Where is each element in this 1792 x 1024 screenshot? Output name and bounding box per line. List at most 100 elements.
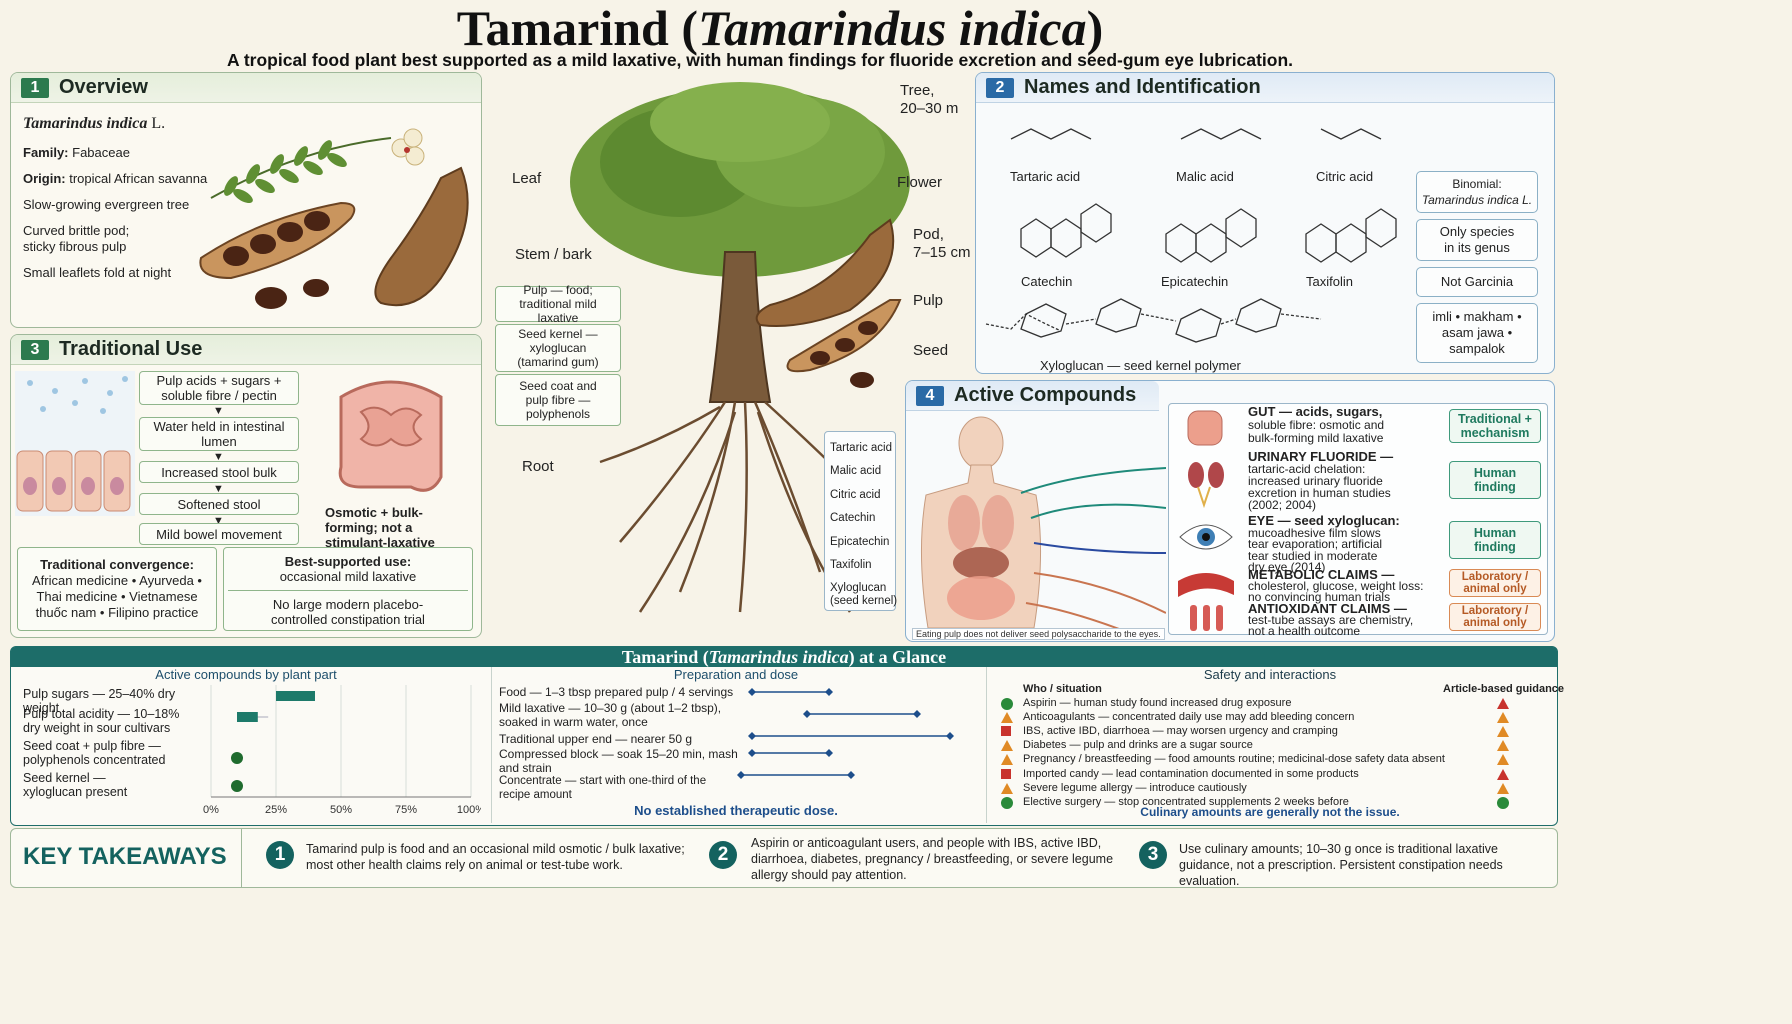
badge-a: Traditional +	[1458, 412, 1532, 426]
dose-max-marker	[825, 749, 833, 757]
badge-b: finding	[1474, 540, 1516, 554]
badge-a: Laboratory /	[1461, 605, 1529, 617]
convergence-a: African medicine • Ayurveda •	[31, 573, 202, 588]
tree-canopy-icon	[570, 82, 910, 277]
glance-title-b: ) at a Glance	[848, 647, 947, 667]
x-tick-label: 100%	[457, 804, 481, 816]
tree-box-coat-a: Seed coat and	[519, 379, 597, 393]
origin-value: tropical African savanna	[65, 171, 208, 186]
trial-note: No large modern placebo-controlled const…	[228, 590, 468, 627]
leaf-sprig-icon	[210, 137, 392, 203]
takeaway-1: Tamarind pulp is food and an occasional …	[306, 841, 685, 873]
glance-title: Tamarind (Tamarindus indica) at a Glance	[11, 647, 1557, 667]
xyloglucan-label: Xyloglucan — seed kernel polymer	[1040, 358, 1241, 373]
label-root: Root	[522, 458, 554, 475]
compound-item: (seed kernel)	[830, 595, 898, 608]
warning-triangle-icon	[1001, 712, 1013, 724]
trial-b: controlled constipation trial	[271, 612, 425, 627]
compound-item: Citric acid	[830, 488, 881, 501]
test-tubes-icon	[1190, 605, 1223, 631]
label-leaf: Leaf	[512, 170, 542, 187]
flow-arrow-icon: ▼	[213, 515, 224, 527]
prep-row-0: Food — 1–3 tbsp prepared pulp / 4 servin…	[499, 685, 734, 699]
binomial-box: Binomial:Tamarindus indica L.	[1416, 171, 1538, 213]
effect-icons	[1178, 410, 1234, 631]
species-name: Tamarindus indica L.	[23, 115, 165, 133]
tree-box-coat-b: pulp fibre —	[525, 393, 591, 407]
x-tick-label: 50%	[330, 804, 352, 816]
compound-item: Epicatechin	[830, 535, 890, 548]
warning-triangle-icon	[1497, 782, 1509, 794]
tree-box-pulp-a: Pulp — food;	[523, 283, 593, 297]
divider	[241, 829, 242, 887]
intestinal-cells-icon	[15, 371, 135, 516]
takeaway-line: diarrhoea, diabetes, pregnancy / breastf…	[751, 852, 1114, 866]
takeaway-2: Aspirin or anticoagulant users, and peop…	[751, 835, 1113, 883]
safety-note: Culinary amounts are generally not the i…	[1140, 805, 1400, 819]
safety-col-2: Article-based guidance	[1443, 683, 1565, 695]
section-title: Traditional Use	[59, 338, 203, 360]
effect-row-eye: EYE — seed xyloglucan:mucoadhesive film …	[1248, 514, 1438, 574]
prep-note: No established therapeutic dose.	[634, 803, 838, 818]
prep-row-1: Mild laxative — 10–30 g (about 1–2 tbsp)…	[499, 701, 722, 729]
label-pod-b: 7–15 cm	[913, 244, 971, 261]
marker-dot	[231, 780, 243, 792]
compound-item: Catechin	[830, 512, 876, 525]
warning-triangle-icon	[1497, 754, 1509, 766]
body-illustration	[920, 416, 1166, 628]
best-use-value: occasional mild laxative	[279, 569, 417, 584]
x-tick-label: 0%	[203, 804, 219, 816]
section-title: Overview	[59, 76, 148, 98]
chart-cat-1: Pulp total acidity — 10–18% dry weight i…	[23, 707, 180, 735]
names-header: 2 Names and Identification	[976, 73, 1554, 103]
effect-line: (2002; 2004)	[1248, 498, 1317, 512]
badge-b: animal only	[1463, 583, 1527, 595]
safety-row-text: Anticoagulants — concentrated daily use …	[1023, 711, 1355, 724]
takeaway-number: 2	[709, 841, 737, 869]
label-seed: Seed	[913, 342, 949, 359]
safety-row-text: Severe legume allergy — introduce cautio…	[1023, 781, 1247, 794]
convergence-box: Traditional convergence: African medicin…	[17, 547, 217, 631]
badge-lab-metabolic: Laboratory /animal only	[1449, 569, 1541, 597]
effect-row-antioxidant: ANTIOXIDANT CLAIMS —test-tube assays are…	[1248, 602, 1448, 637]
section-number: 2	[986, 77, 1014, 98]
common-names-b: asam jawa •	[1441, 325, 1513, 340]
tree-box-kernel-c: (tamarind gum)	[517, 355, 599, 369]
binomial-label: Binomial:	[1452, 177, 1502, 191]
divider	[491, 667, 492, 823]
seeds-icon	[223, 211, 330, 309]
effect-row-gut: GUT — acids, sugars,soluble fibre: osmot…	[1248, 405, 1438, 445]
takeaway-line: Tamarind pulp is food and an occasional …	[306, 842, 685, 856]
glance-title-italic: Tamarindus indica	[708, 647, 849, 667]
takeaway-number: 1	[266, 841, 294, 869]
pod-line-b: sticky fibrous pulp	[23, 239, 127, 254]
intestine-icon	[338, 380, 443, 492]
effect-line: soluble fibre: osmotic and	[1248, 418, 1385, 432]
section-number: 3	[21, 339, 49, 360]
safety-box	[986, 667, 1554, 823]
pods-illustration	[199, 128, 469, 309]
best-use-box: Best-supported use: occasional mild laxa…	[223, 547, 473, 631]
title-main: Tamarind (	[456, 0, 699, 56]
species-author: L.	[147, 115, 166, 132]
dose-max-marker	[847, 771, 855, 779]
page-subtitle: A tropical food plant best supported as …	[226, 50, 1294, 70]
effect-line: tartaric-acid chelation:	[1248, 462, 1366, 476]
label-flower: Flower	[897, 174, 943, 191]
takeaway-line: Aspirin or anticoagulant users, and peop…	[751, 836, 1102, 850]
ok-circle-icon	[1497, 796, 1509, 809]
stop-square-icon	[1001, 768, 1011, 779]
marker-dot	[231, 752, 243, 764]
kidney-icon	[1188, 462, 1224, 509]
compound-catechin: Catechin	[1021, 274, 1073, 289]
chart-cat-2: Seed coat + pulp fibre — polyphenols con…	[23, 739, 166, 767]
trial-a: No large modern placebo-	[272, 597, 424, 612]
badge-b: finding	[1474, 480, 1516, 494]
flow-arrow-icon: ▼	[213, 451, 224, 463]
trunk-icon	[708, 251, 772, 403]
whole-pod-icon	[374, 166, 469, 307]
effect-title: GUT — acids, sugars,	[1248, 404, 1383, 419]
badge-lab-antioxidant: Laboratory /animal only	[1449, 603, 1541, 631]
compound-list: Tartaric acid Malic acid Citric acid Cat…	[830, 437, 897, 608]
warning-triangle-icon	[1001, 782, 1013, 794]
